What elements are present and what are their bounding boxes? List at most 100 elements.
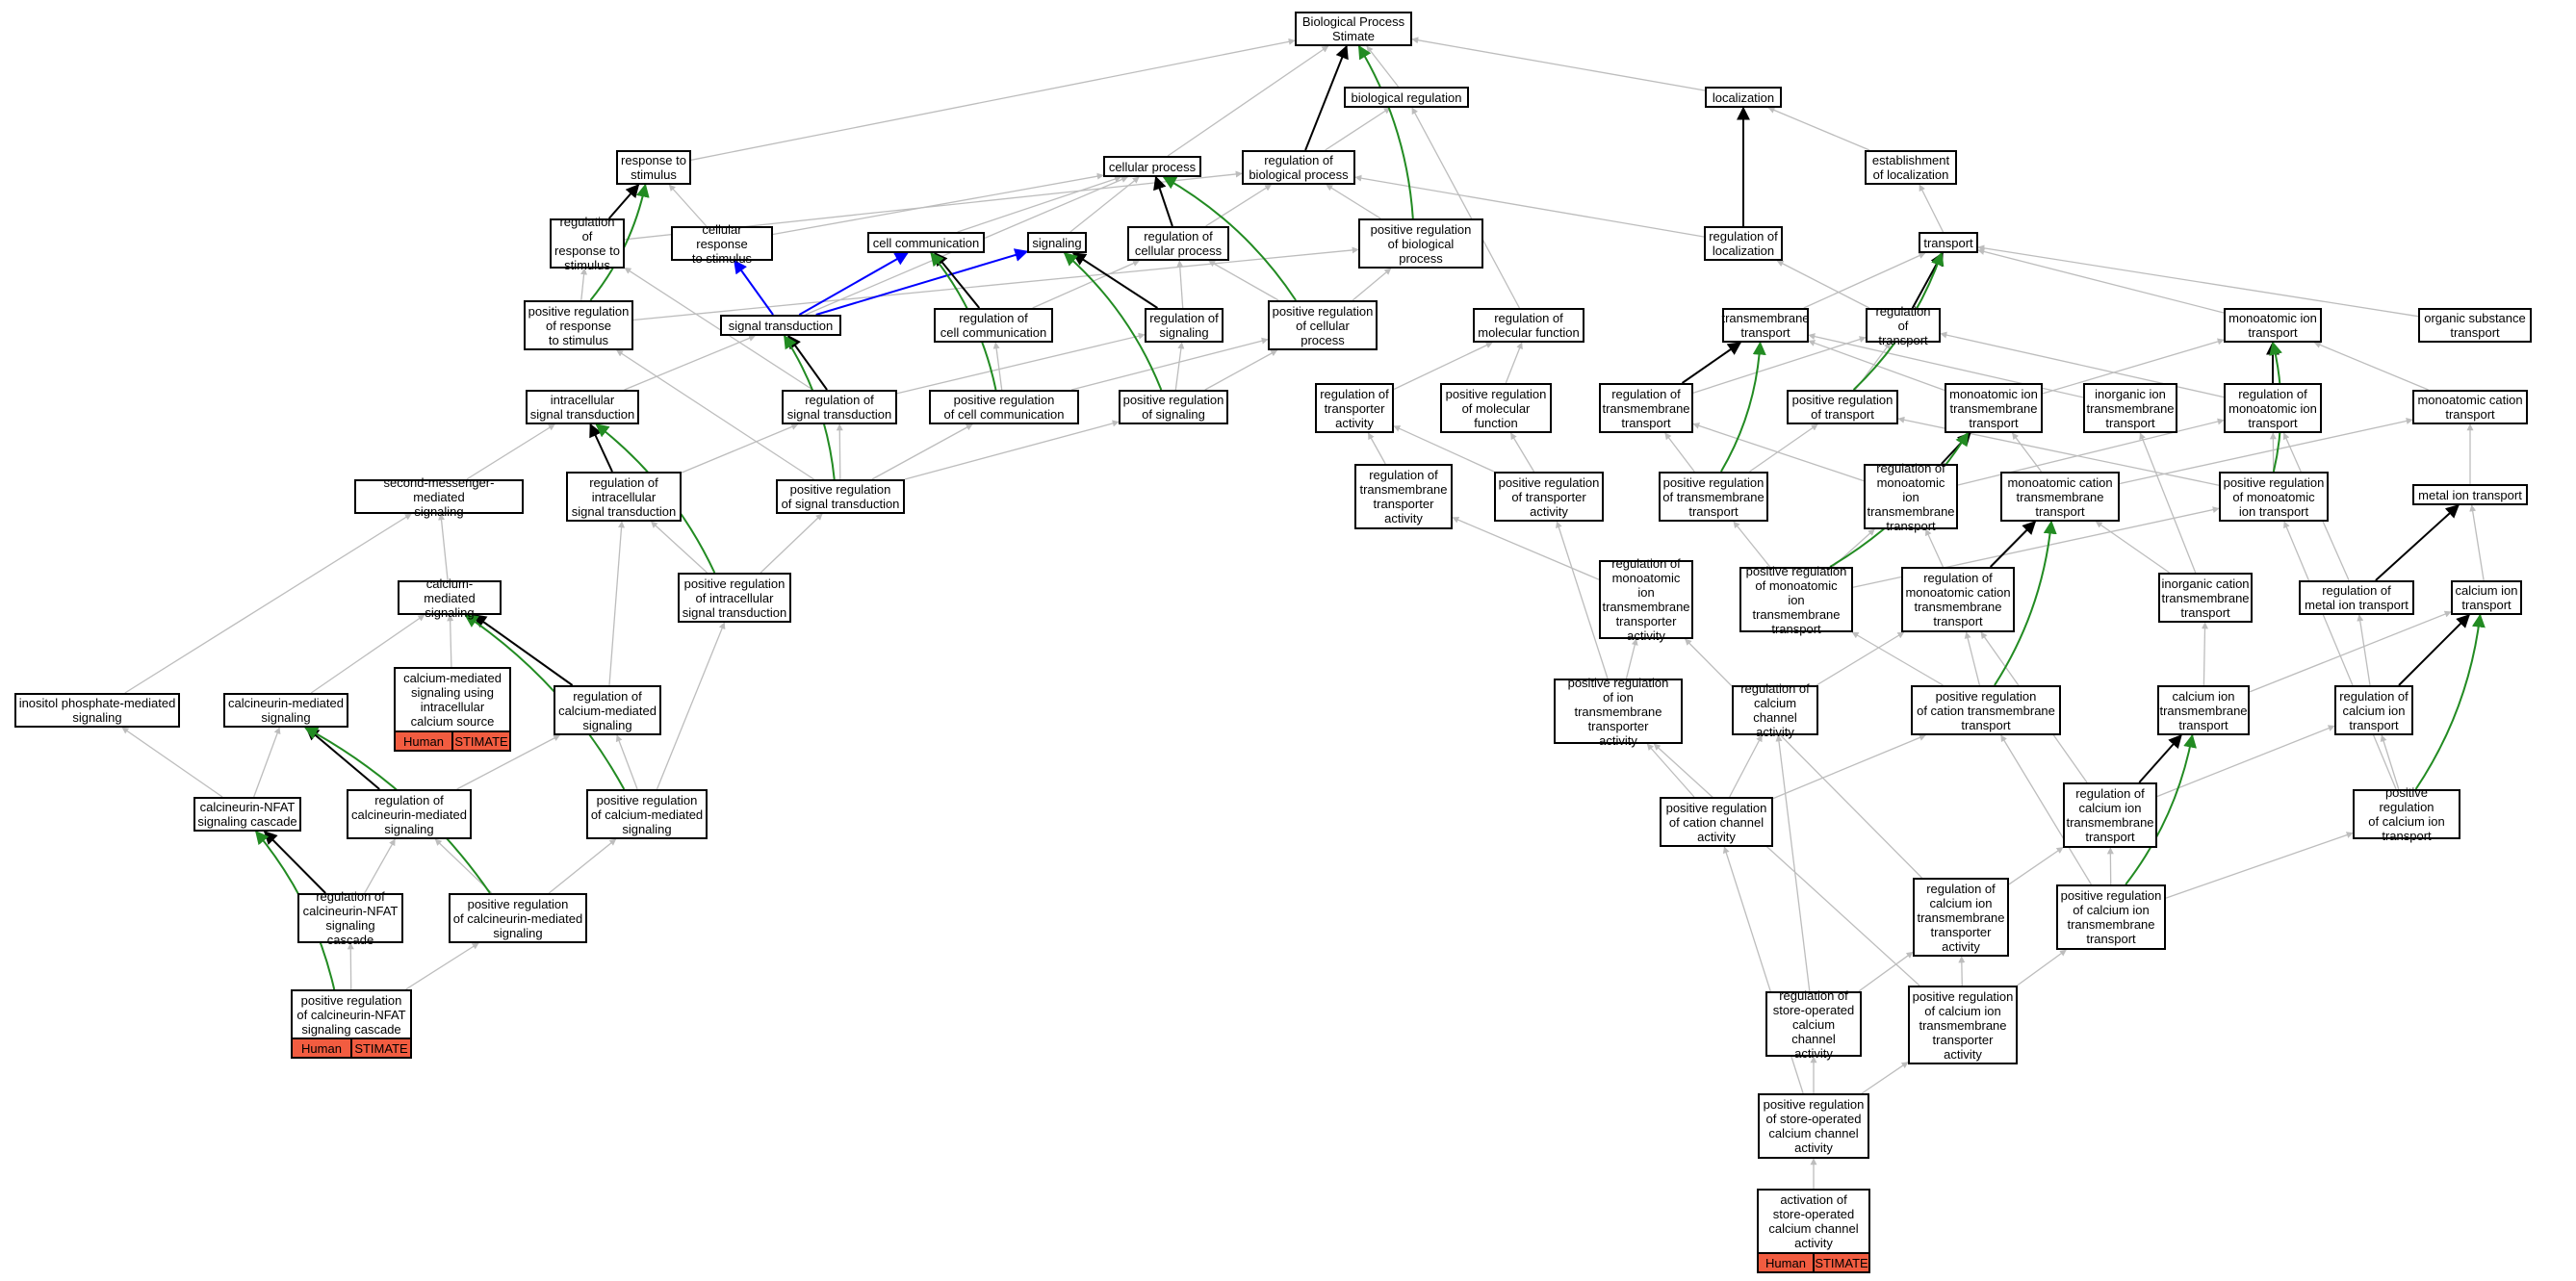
go-term-regsig[interactable]: regulation of signaling (1145, 308, 1224, 343)
edge-is-a-regtransport-to-regloc (1776, 260, 1870, 309)
go-term-posregsoc[interactable]: positive regulation of store-operated ca… (1758, 1093, 1869, 1159)
edge-is-a-regcp-to-regbp (1205, 184, 1273, 227)
edge-is-a-posregcaiont-to-posregmiont (2283, 521, 2397, 790)
go-term-miontrans[interactable]: monoatomic ion transport (2224, 308, 2322, 343)
edge-part-of-regcaiont-to-caiontrans (2398, 614, 2470, 686)
go-term-regtmta[interactable]: regulation of transmembrane transporter … (1354, 464, 1453, 529)
go-term-posregcattmt[interactable]: positive regulation of cation transmembr… (1911, 685, 2061, 735)
go-term-regtransport[interactable]: regulation of transport (1866, 304, 1941, 347)
go-term-regcalcineurin[interactable]: regulation of calcineurin-mediated signa… (347, 789, 472, 839)
go-term-regcaiont[interactable]: regulation of calcium ion transport (2334, 685, 2413, 735)
go-term-regcc[interactable]: regulation of cell communication (934, 308, 1053, 343)
go-term-regcnnfat[interactable]: regulation of calcineurin-NFAT signaling… (297, 889, 403, 947)
go-term-posregbp[interactable]: positive regulation of biological proces… (1358, 218, 1483, 269)
go-term-actsoc[interactable]: activation of store-operated calcium cha… (1757, 1189, 1870, 1254)
go-term-regcachan[interactable]: regulation of calcium channel activity (1732, 681, 1818, 739)
go-term-bioreg[interactable]: biological regulation (1344, 87, 1469, 108)
go-term-regbp[interactable]: regulation of biological process (1242, 150, 1355, 185)
edge-is-a-regintrasig-to-regsigtrans (681, 423, 799, 474)
go-term-regtmt[interactable]: regulation of transmembrane transport (1599, 383, 1693, 433)
tag-human: Human (291, 1038, 352, 1059)
go-term-calcineurin[interactable]: calcineurin-mediated signaling (223, 693, 348, 728)
go-term-posregmiont[interactable]: positive regulation of monoatomic ion tr… (2219, 472, 2329, 522)
go-term-cellcomm[interactable]: cell communication (867, 232, 985, 253)
edge-is-a-posregta-to-regta (1393, 425, 1495, 473)
tag-stimate: STIMATE (352, 1038, 412, 1059)
go-term-camsig[interactable]: calcium-mediated signaling (398, 576, 502, 620)
go-term-posregcatchan[interactable]: positive regulation of cation channel ac… (1660, 797, 1773, 847)
go-term-secmsg[interactable]: second-messenger-mediated signaling (354, 475, 524, 519)
go-term-regmf[interactable]: regulation of molecular function (1473, 308, 1584, 343)
go-term-transport[interactable]: transport (1919, 232, 1978, 253)
edge-other-sigtrans-to-signaling (815, 248, 1029, 316)
go-term-metaliontrans[interactable]: metal ion transport (2412, 484, 2528, 505)
go-term-regcamsig[interactable]: regulation of calcium-mediated signaling (554, 685, 661, 735)
go-term-inositol[interactable]: inositol phosphate-mediated signaling (14, 693, 180, 728)
edge-regulates-posregresp-to-resp (589, 183, 650, 301)
go-term-regcaiontmt[interactable]: regulation of calcium ion transmembrane … (2063, 782, 2157, 848)
go-term-cnnfat[interactable]: calcineurin-NFAT signaling cascade (193, 797, 301, 832)
go-term-posregtransport[interactable]: positive regulation of transport (1787, 390, 1898, 424)
edge-is-a-regbp-to-bioreg (1325, 107, 1391, 151)
go-term-regresp[interactable]: regulation of response to stimulus (550, 215, 625, 272)
edge-is-a-mcattrans-to-miontrans (2313, 342, 2429, 391)
go-term-posregcp[interactable]: positive regulation of cellular process (1268, 300, 1378, 350)
go-term-bp[interactable]: Biological Process Stimate (1295, 12, 1412, 46)
go-term-posregsigtrans[interactable]: positive regulation of signal transducti… (776, 479, 905, 514)
go-term-intrasig[interactable]: intracellular signal transduction (526, 390, 639, 424)
go-term-regmcattmt[interactable]: regulation of monoatomic cation transmem… (1901, 567, 2015, 632)
go-term-posregta[interactable]: positive regulation of transporter activ… (1494, 472, 1604, 522)
go-term-posregcc[interactable]: positive regulation of cell communicatio… (929, 390, 1079, 424)
go-term-regmiontmta[interactable]: regulation of monoatomic ion transmembra… (1599, 556, 1693, 643)
tag-human: Human (394, 730, 453, 752)
go-term-regmetaliont[interactable]: regulation of metal ion transport (2299, 580, 2414, 615)
go-term-posregresp[interactable]: positive regulation of response to stimu… (524, 300, 633, 350)
edge-is-a-loc-to-bp (1411, 37, 1706, 91)
go-term-signaling[interactable]: signaling (1027, 232, 1087, 253)
edge-is-a-regtmt-to-regtransport (1692, 336, 1867, 394)
go-term-regta[interactable]: regulation of transporter activity (1315, 383, 1394, 433)
go-term-regmiontmt[interactable]: regulation of monoatomic ion transmembra… (1864, 461, 1958, 533)
go-term-posregsig[interactable]: positive regulation of signaling (1119, 390, 1228, 424)
go-term-mcattrans[interactable]: monoatomic cation transport (2412, 390, 2528, 424)
go-term-regsoc[interactable]: regulation of store-operated calcium cha… (1765, 988, 1862, 1061)
edge-is-a-regcamsig-to-regintrasig (608, 521, 626, 686)
edge-is-a-regcaiont-to-regmetaliont (2357, 614, 2371, 686)
go-term-caiontmt[interactable]: calcium ion transmembrane transport (2157, 685, 2250, 735)
go-term-estloc[interactable]: establishment of localization (1865, 150, 1957, 185)
go-term-mcattmt[interactable]: monoatomic cation transmembrane transpor… (2000, 472, 2120, 522)
go-term-posregcamsig[interactable]: positive regulation of calcium-mediated … (586, 789, 708, 839)
go-term-posregtmt[interactable]: positive regulation of transmembrane tra… (1659, 472, 1768, 522)
go-term-posregmf[interactable]: positive regulation of molecular functio… (1440, 383, 1552, 433)
go-term-posregcaiontmt[interactable]: positive regulation of calcium ion trans… (2056, 884, 2166, 950)
edge-regulates-posregbp-to-bp (1357, 44, 1414, 219)
go-term-inorgiontmt[interactable]: inorganic ion transmembrane transport (2083, 383, 2177, 433)
go-term-resp[interactable]: response to stimulus (616, 150, 691, 185)
go-term-cellresp[interactable]: cellular response to stimulus (671, 222, 773, 266)
go-term-camsigintra[interactable]: calcium-mediated signaling using intrace… (394, 667, 511, 732)
go-term-posregcaiontmta[interactable]: positive regulation of calcium ion trans… (1908, 986, 2018, 1064)
go-term-posregintrasig[interactable]: positive regulation of intracellular sig… (678, 573, 791, 623)
go-term-caiontrans[interactable]: calcium ion transport (2451, 580, 2522, 615)
go-term-posregcnnfat[interactable]: positive regulation of calcineurin-NFAT … (291, 989, 412, 1039)
go-term-cellproc[interactable]: cellular process (1103, 156, 1201, 177)
go-term-sigtrans[interactable]: signal transduction (720, 315, 841, 336)
go-term-regcp[interactable]: regulation of cellular process (1127, 226, 1229, 261)
go-term-tmtrans[interactable]: transmembrane transport (1721, 308, 1810, 343)
go-term-orgsub[interactable]: organic substance transport (2418, 308, 2532, 343)
go-term-regmiont[interactable]: regulation of monoatomic ion transport (2224, 383, 2322, 433)
tag-stimate: STIMATE (453, 730, 511, 752)
edge-is-a-posregcc-to-regcc (992, 342, 1003, 391)
go-term-regsigtrans[interactable]: regulation of signal transduction (782, 390, 897, 424)
go-term-posregcalcineurin[interactable]: positive regulation of calcineurin-media… (449, 893, 587, 943)
go-term-regloc[interactable]: regulation of localization (1704, 226, 1783, 261)
go-term-posregmiontmt[interactable]: positive regulation of monoatomic ion tr… (1739, 564, 1853, 636)
go-term-regcaiontmta[interactable]: regulation of calcium ion transmembrane … (1913, 878, 2009, 957)
go-term-loc[interactable]: localization (1705, 87, 1782, 108)
go-term-posregiontmta[interactable]: positive regulation of ion transmembrane… (1554, 676, 1683, 748)
go-term-miontmt[interactable]: monoatomic ion transmembrane transport (1945, 383, 2043, 433)
edge-is-a-posregcaiontmta-to-posregcaiontmt (2017, 949, 2067, 986)
go-term-regintrasig[interactable]: regulation of intracellular signal trans… (566, 472, 682, 522)
go-term-inorgcattmt[interactable]: inorganic cation transmembrane transport (2158, 573, 2253, 623)
go-term-posregcaiont[interactable]: positive regulation of calcium ion trans… (2353, 785, 2460, 843)
